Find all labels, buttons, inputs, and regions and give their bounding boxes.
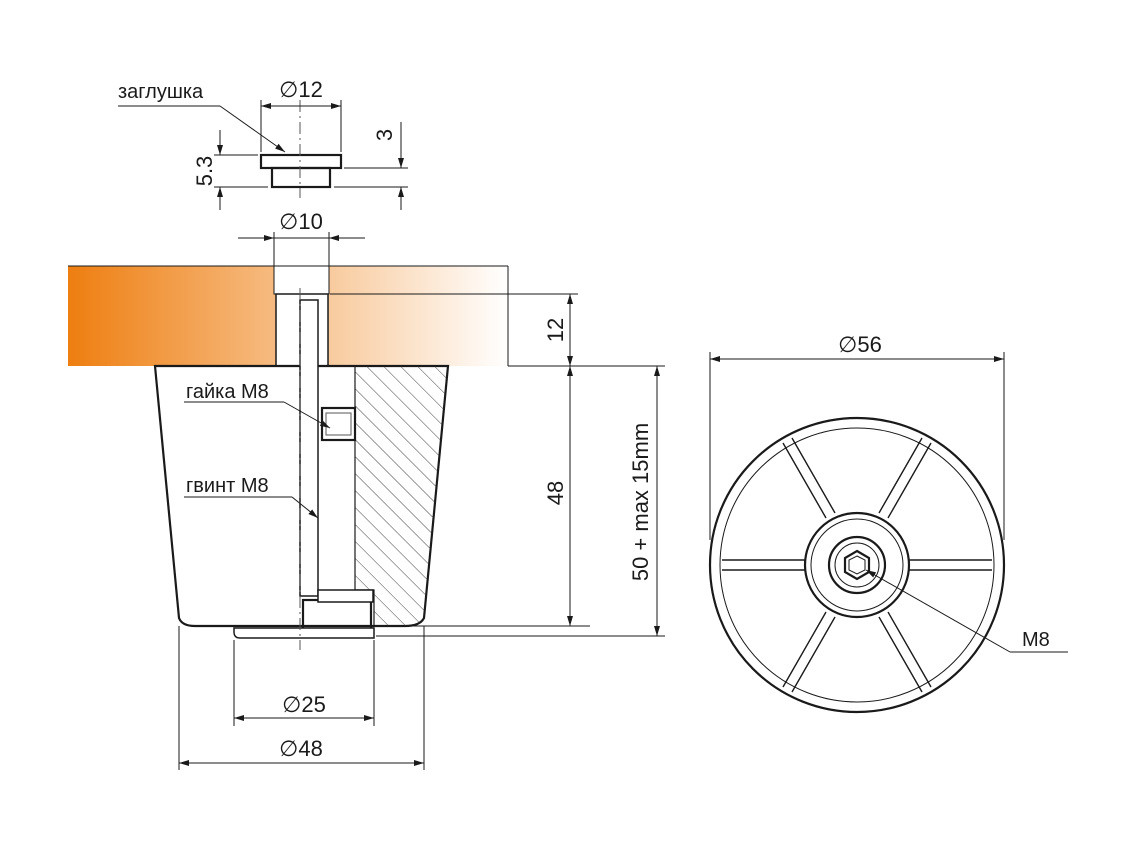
dim-body-height: 48 [543,481,568,505]
bottom-dimensions: ∅25 ∅48 [178,626,425,770]
vertical-dimensions: 12 48 50 + max 15mm [330,293,665,637]
dim-top-diameter: ∅56 [838,332,882,357]
dim-hole-diameter: ∅10 [279,209,323,234]
plug-detail: ∅12 заглушка 5.3 3 [118,77,408,210]
screw-head-shape [301,598,373,634]
top-view: ∅56 M8 [708,332,1068,714]
outer-rim [708,416,1006,714]
plug-stem-shape [270,166,332,189]
dim-plug-diameter: ∅12 [279,77,323,102]
dim-total-height: 50 + max 15mm [628,423,653,581]
screw-label: гвинт М8 [186,475,269,497]
dim-plug-height: 5.3 [192,156,217,187]
dim-body-diameter: ∅48 [279,736,323,761]
tabletop [68,265,509,367]
dim-base-diameter: ∅25 [282,692,326,717]
plug-cap-shape [259,153,343,170]
hex-socket [843,549,871,581]
dim-tabletop-thickness: 12 [543,318,568,342]
dim-plug-cap: 3 [372,129,397,141]
thread-label: M8 [1022,629,1050,651]
nut-label: гайка М8 [186,381,269,403]
plug-label: заглушка [118,81,204,103]
